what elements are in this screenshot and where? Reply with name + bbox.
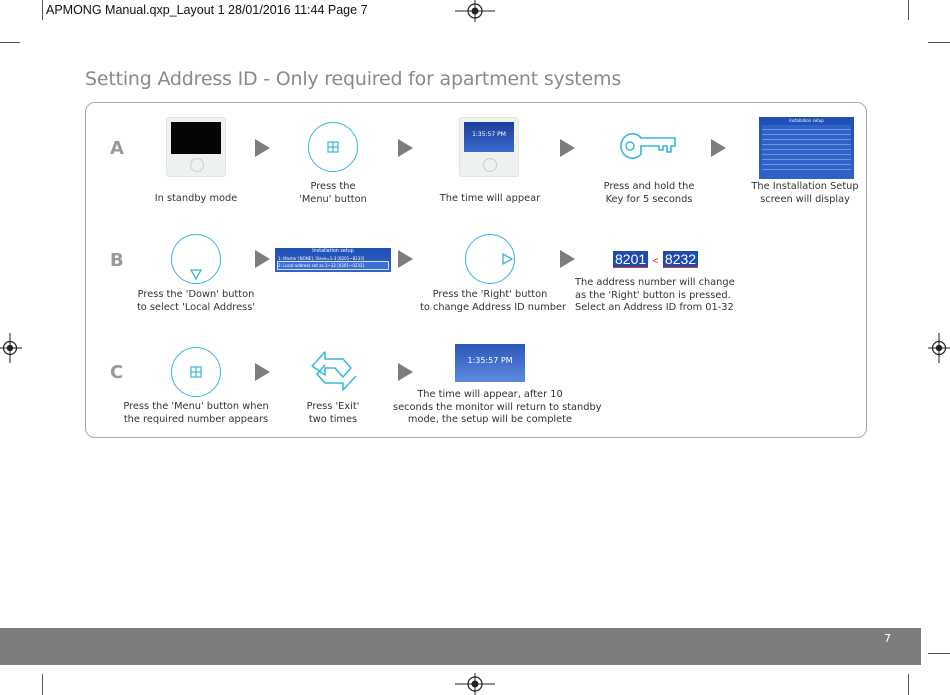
row-label-c: C (110, 362, 124, 383)
step-caption: Press and hold the Key for 5 seconds (603, 181, 695, 205)
instruction-panel (85, 102, 867, 438)
key-icon (620, 133, 676, 159)
crop-mark (928, 653, 950, 654)
right-triangle-icon (501, 252, 513, 265)
registration-mark-icon (0, 333, 22, 363)
address-separator: < (652, 256, 659, 267)
page-title: Setting Address ID - Only required for a… (85, 68, 622, 90)
right-button-circle (465, 234, 515, 284)
step-caption: In standby mode (154, 193, 238, 204)
local-address-menu-screen: Installation setup 1: Master [NONE], Sla… (275, 248, 391, 272)
step-arrow-icon (255, 139, 270, 157)
menu-grid-icon (326, 140, 339, 153)
step-caption: Press 'Exit' two times (306, 401, 360, 425)
address-change-display: 8201 < 8232 (613, 251, 699, 269)
step-caption: The time will appear, after 10 seconds t… (393, 389, 602, 425)
address-from: 8201 (613, 251, 649, 268)
step-caption: Press the 'Down' button to select 'Local… (136, 289, 256, 313)
step-caption: The Installation Setup screen will displ… (751, 181, 859, 205)
step-arrow-icon (255, 250, 270, 268)
crop-mark (0, 42, 20, 43)
printer-slug: APMONG Manual.qxp_Layout 1 28/01/2016 11… (46, 3, 368, 17)
crop-mark (42, 0, 43, 20)
crop-mark (42, 674, 43, 695)
monitor-standby-image (166, 117, 226, 177)
time-screen: 1:35:57 PM (455, 344, 525, 382)
down-button-circle (171, 234, 221, 284)
page-number: 7 (884, 632, 891, 645)
footer-bar (0, 628, 921, 665)
crop-mark (908, 674, 909, 695)
menu-button-circle (308, 122, 358, 172)
menu-grid-icon (189, 365, 202, 378)
step-arrow-icon (560, 250, 575, 268)
step-arrow-icon (398, 250, 413, 268)
installation-setup-screen: Installation setup (759, 117, 854, 179)
crop-mark (908, 0, 909, 20)
monitor-time-image: 1:35:57 PM (459, 117, 519, 177)
step-arrow-icon (560, 139, 575, 157)
step-arrow-icon (398, 363, 413, 381)
step-caption: Press the 'Menu' button (299, 181, 367, 205)
step-arrow-icon (398, 139, 413, 157)
menu-button-circle (171, 347, 221, 397)
crop-mark (928, 42, 950, 43)
step-caption: Press the 'Menu' button when the require… (123, 401, 269, 425)
step-caption: The time will appear (439, 193, 541, 204)
registration-mark-icon (455, 673, 495, 695)
registration-mark-icon (455, 0, 495, 22)
step-arrow-icon (711, 139, 726, 157)
exit-arrows-icon (311, 351, 357, 391)
row-label-a: A (110, 138, 124, 159)
down-triangle-icon (189, 268, 202, 280)
step-caption: Press the 'Right' button to change Addre… (420, 289, 567, 313)
registration-mark-icon (928, 333, 950, 363)
address-to: 8232 (662, 251, 699, 268)
step-arrow-icon (255, 363, 270, 381)
step-caption: The address number will change as the 'R… (575, 277, 735, 313)
row-label-b: B (110, 250, 124, 271)
